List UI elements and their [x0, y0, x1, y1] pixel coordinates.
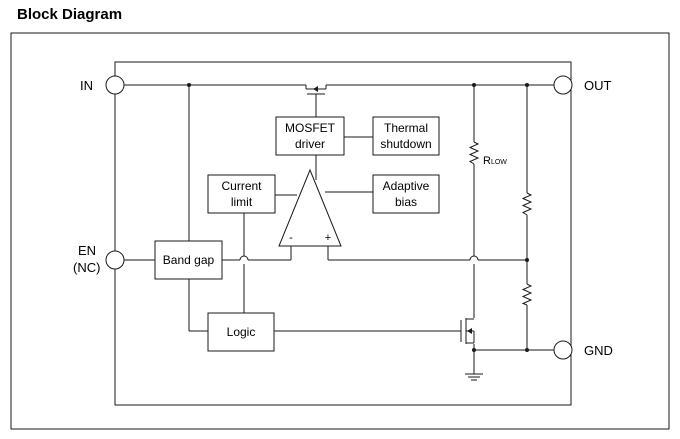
- divider-resistor-lower-icon: [521, 283, 533, 306]
- pin-out-terminal: [553, 75, 573, 95]
- mosfet-driver-block: MOSFET driver: [275, 116, 345, 156]
- rlow-label: RLOW: [483, 155, 507, 167]
- pin-gnd-terminal: [553, 340, 573, 360]
- discharge-transistor-icon: [460, 318, 475, 344]
- ground-icon: [465, 373, 483, 381]
- error-amplifier: - +: [278, 168, 342, 247]
- logic-label: Logic: [227, 325, 256, 339]
- wires: [124, 84, 554, 374]
- opamp-minus-label: -: [289, 232, 293, 244]
- thermal-shutdown-line2: shutdown: [380, 137, 431, 151]
- pin-in-terminal: [105, 75, 125, 95]
- pin-en-label: EN: [78, 243, 96, 258]
- opamp-plus-label: +: [325, 232, 331, 244]
- current-limit-line2: limit: [231, 195, 253, 209]
- pass-transistor-icon: [305, 85, 327, 95]
- mosfet-driver-line1: MOSFET: [285, 121, 336, 135]
- pin-en-terminal: [105, 250, 125, 270]
- current-limit-line1: Current: [221, 179, 262, 193]
- page-title: Block Diagram: [17, 6, 123, 23]
- band-gap-block: Band gap: [154, 240, 223, 280]
- rlow-resistor-icon: [468, 141, 480, 165]
- pin-out-label: OUT: [584, 78, 612, 93]
- chip-body: [114, 61, 572, 406]
- divider-resistor-upper-icon: [521, 192, 533, 216]
- pin-in-label: IN: [80, 78, 93, 93]
- thermal-shutdown-line1: Thermal: [384, 121, 428, 135]
- current-limit-block: Current limit: [207, 174, 276, 214]
- pin-gnd-label: GND: [584, 343, 613, 358]
- junction-dots: [187, 83, 529, 352]
- adaptive-bias-line1: Adaptive: [383, 179, 430, 193]
- mosfet-driver-line2: driver: [295, 137, 325, 151]
- adaptive-bias-line2: bias: [395, 195, 417, 209]
- outer-frame: [10, 32, 670, 430]
- band-gap-label: Band gap: [163, 253, 215, 267]
- adaptive-bias-block: Adaptive bias: [372, 174, 440, 214]
- thermal-shutdown-block: Thermal shutdown: [372, 116, 440, 156]
- logic-block: Logic: [207, 312, 275, 352]
- pin-en-nc-label: (NC): [73, 260, 100, 275]
